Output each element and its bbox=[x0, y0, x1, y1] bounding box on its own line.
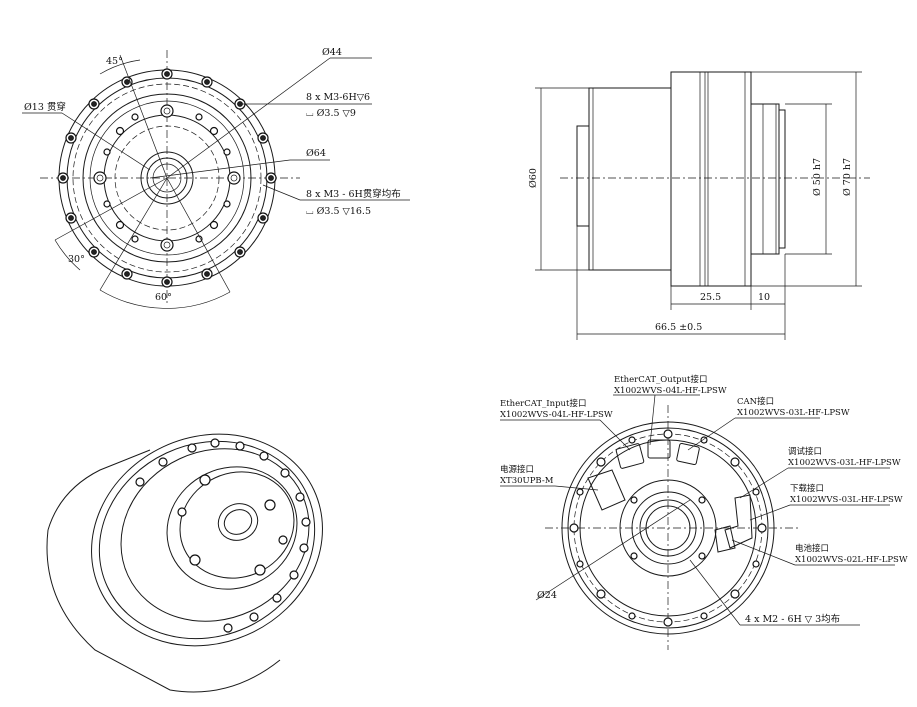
power-label: 电源接口 bbox=[500, 464, 534, 475]
side-dia-70: Ø 70 h7 bbox=[842, 158, 853, 196]
pcd-label: Ø64 bbox=[306, 148, 326, 159]
debug-label: 调试接口 bbox=[788, 446, 822, 457]
rear-bolt-holes bbox=[569, 429, 767, 627]
angle-60-label: 60° bbox=[155, 292, 172, 303]
callout-2-line2: ⌴ Ø3.5 ▽16.5 bbox=[306, 206, 371, 217]
battery-label: 电池接口 bbox=[795, 543, 829, 554]
dia-24-label: Ø24 bbox=[537, 590, 557, 601]
isometric-view bbox=[46, 433, 323, 693]
side-dia-60: Ø60 bbox=[528, 168, 539, 188]
side-view: Ø60 Ø 50 h7 Ø 70 h7 25.5 10 66.5 ±0.5 bbox=[528, 71, 870, 340]
dim-25-5: 25.5 bbox=[700, 292, 721, 303]
m2-callout: 4 x M2 - 6H ▽ 3均布 bbox=[745, 613, 840, 625]
iso-bolt-holes bbox=[135, 438, 311, 633]
dim-10: 10 bbox=[758, 292, 770, 303]
callout-1-line2: ⌴ Ø3.5 ▽9 bbox=[306, 108, 356, 119]
mid-ring-holes bbox=[93, 104, 241, 252]
bore-dim-label: Ø13 贯穿 bbox=[24, 101, 66, 113]
can-label: CAN接口 bbox=[737, 396, 774, 407]
front-view: 45° 30° 60° Ø13 贯穿 Ø44 8 x M3-6H▽6 ⌴ Ø3.… bbox=[22, 47, 410, 309]
angle-30-label: 30° bbox=[68, 254, 85, 265]
side-dia-50: Ø 50 h7 bbox=[812, 158, 823, 196]
dim-total: 66.5 ±0.5 bbox=[655, 322, 702, 333]
download-part: X1002WVS-03L-HF-LPSW bbox=[790, 495, 903, 505]
battery-part: X1002WVS-02L-HF-LPSW bbox=[795, 555, 908, 565]
outer-bolt-holes bbox=[57, 68, 277, 288]
ethercat-input-part: X1002WVS-04L-HF-LPSW bbox=[500, 410, 613, 420]
download-label: 下载接口 bbox=[790, 483, 824, 494]
outer-dia-label: Ø44 bbox=[322, 47, 342, 58]
callout-1-line1: 8 x M3-6H▽6 bbox=[306, 92, 370, 103]
power-part: XT30UPB-M bbox=[500, 476, 554, 486]
ethercat-output-label: EtherCAT_Output接口 bbox=[614, 374, 707, 385]
rear-view: EtherCAT_Output接口 X1002WVS-04L-HF-LPSW E… bbox=[500, 374, 908, 650]
debug-part: X1002WVS-03L-HF-LPSW bbox=[788, 458, 901, 468]
connector-shapes bbox=[587, 439, 753, 553]
ethercat-input-label: EtherCAT_Input接口 bbox=[500, 398, 586, 409]
callout-2-line1: 8 x M3 - 6H贯穿均布 bbox=[306, 188, 401, 200]
can-part: X1002WVS-03L-HF-LPSW bbox=[737, 408, 850, 418]
ethercat-output-part: X1002WVS-04L-HF-LPSW bbox=[614, 386, 727, 396]
angle-45-label: 45° bbox=[106, 56, 123, 67]
